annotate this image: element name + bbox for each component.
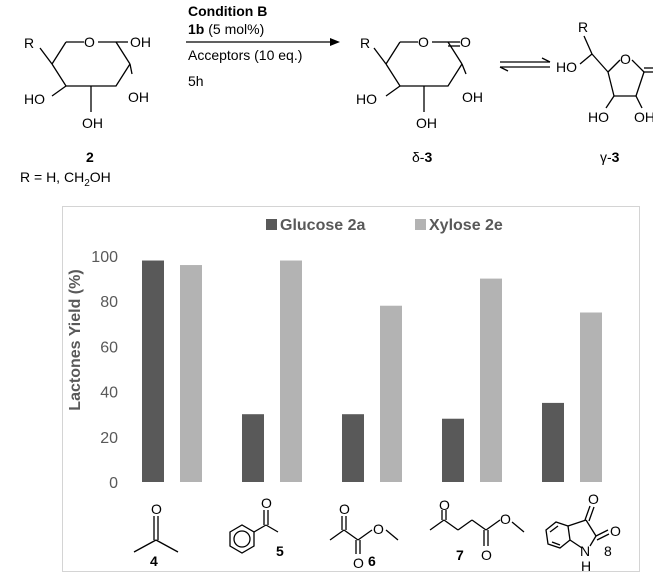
- delta-ring-o: O: [418, 34, 429, 50]
- bar-glucose-6: [342, 414, 364, 482]
- acceptor-5-number: 5: [276, 543, 284, 559]
- legend-label-0: Glucose 2a: [280, 217, 365, 234]
- gamma-lactone-structure: R HO O HO OH: [556, 19, 653, 125]
- acceptor-8-o-top: O: [588, 491, 599, 507]
- acceptor-7-o-top: O: [439, 497, 450, 513]
- acceptor-6-number: 6: [368, 553, 376, 569]
- condition-catalyst: 1b (5 mol%): [188, 21, 264, 37]
- delta-label: δ-3: [412, 149, 432, 165]
- bar-xylose-5: [280, 260, 302, 482]
- gamma-ring-o: O: [620, 51, 631, 67]
- bar-xylose-6: [380, 305, 402, 482]
- bar-glucose-7: [442, 418, 464, 482]
- reactant-oh-right: OH: [130, 34, 151, 50]
- acceptor-7-o-bottom: O: [481, 547, 492, 563]
- reactant-2-structure: R O OH HO OH OH: [24, 34, 151, 131]
- delta-lactone-structure: R O O HO OH OH: [356, 34, 483, 131]
- condition-acceptors: Acceptors (10 eq.): [188, 47, 302, 63]
- chart-legend: Glucose 2a Xylose 2e: [266, 217, 503, 234]
- reactant-ho-left: HO: [24, 91, 45, 107]
- reaction-arrowhead: [330, 38, 340, 46]
- acceptor-4-o: O: [151, 501, 162, 517]
- legend-swatch-1: [415, 219, 426, 230]
- bar-xylose-4: [180, 265, 202, 482]
- acceptor-8-n: N: [580, 543, 590, 559]
- acceptor-6-o-bottom: O: [353, 555, 364, 571]
- acceptor-6-o-top: O: [339, 501, 350, 517]
- y-tick-label-0: 0: [109, 475, 118, 492]
- legend-label-1: Xylose 2e: [429, 217, 503, 234]
- delta-oh-right: OH: [462, 89, 483, 105]
- y-tick-label-5: 100: [91, 249, 118, 266]
- bar-xylose-8: [580, 312, 602, 482]
- delta-carbonyl-o: O: [460, 34, 471, 50]
- y-tick-label-3: 60: [100, 339, 118, 356]
- delta-oh-bottom: OH: [416, 115, 437, 131]
- y-tick-label-1: 20: [100, 430, 118, 447]
- reactant-r-definition: R = H, CH2OH: [20, 169, 111, 189]
- condition-title: Condition B: [188, 3, 267, 19]
- bar-glucose-4: [142, 260, 164, 482]
- acceptor-4-structure: O 4: [133, 501, 179, 569]
- acceptor-7-structure: O O O 7: [429, 497, 525, 563]
- legend-swatch-0: [266, 219, 277, 230]
- gamma-oh-right: OH: [634, 109, 653, 125]
- gamma-ho-left: HO: [556, 59, 577, 75]
- bar-xylose-7: [480, 278, 502, 482]
- equilibrium-arrows: [499, 57, 551, 72]
- y-axis-label: Lactones Yield (%): [67, 269, 84, 410]
- acceptor-8-number: 8: [604, 543, 612, 559]
- acceptor-6-structure: O O O 6: [329, 501, 399, 571]
- reaction-scheme: R O OH HO OH OH 2 R = H, CH2OH Condition…: [20, 3, 653, 189]
- y-axis-ticks: 0 20 40 60 80 100: [91, 249, 118, 492]
- gamma-r-label: R: [578, 19, 588, 35]
- y-tick-label-4: 80: [100, 294, 118, 311]
- acceptor-7-number: 7: [456, 547, 464, 563]
- bar-series: [142, 260, 602, 482]
- acceptor-5-o: O: [261, 495, 272, 511]
- chart-frame: [62, 206, 640, 572]
- reactant-oh-bottom: OH: [82, 115, 103, 131]
- gamma-label: γ-3: [600, 149, 620, 165]
- y-tick-label-2: 40: [100, 385, 118, 402]
- reactant-r-label: R: [24, 35, 34, 51]
- gamma-ho-bottom: HO: [588, 109, 609, 125]
- acceptor-6-o-ester: O: [373, 521, 384, 537]
- acceptor-5-structure: O 5: [229, 495, 284, 559]
- acceptor-8-o-right: O: [610, 523, 621, 539]
- condition-time: 5h: [188, 73, 204, 89]
- acceptor-8-h: H: [581, 558, 591, 574]
- delta-r-label: R: [360, 35, 370, 51]
- acceptor-4-number: 4: [150, 553, 158, 569]
- reactant-ring-o: O: [84, 34, 95, 50]
- delta-ho-left: HO: [356, 91, 377, 107]
- acceptor-7-o-ester: O: [500, 511, 511, 527]
- bar-glucose-8: [542, 402, 564, 482]
- reactant-number: 2: [86, 149, 94, 165]
- reactant-oh-mid: OH: [128, 89, 149, 105]
- bar-glucose-5: [242, 414, 264, 482]
- acceptor-8-structure: O O N H 8: [545, 491, 621, 574]
